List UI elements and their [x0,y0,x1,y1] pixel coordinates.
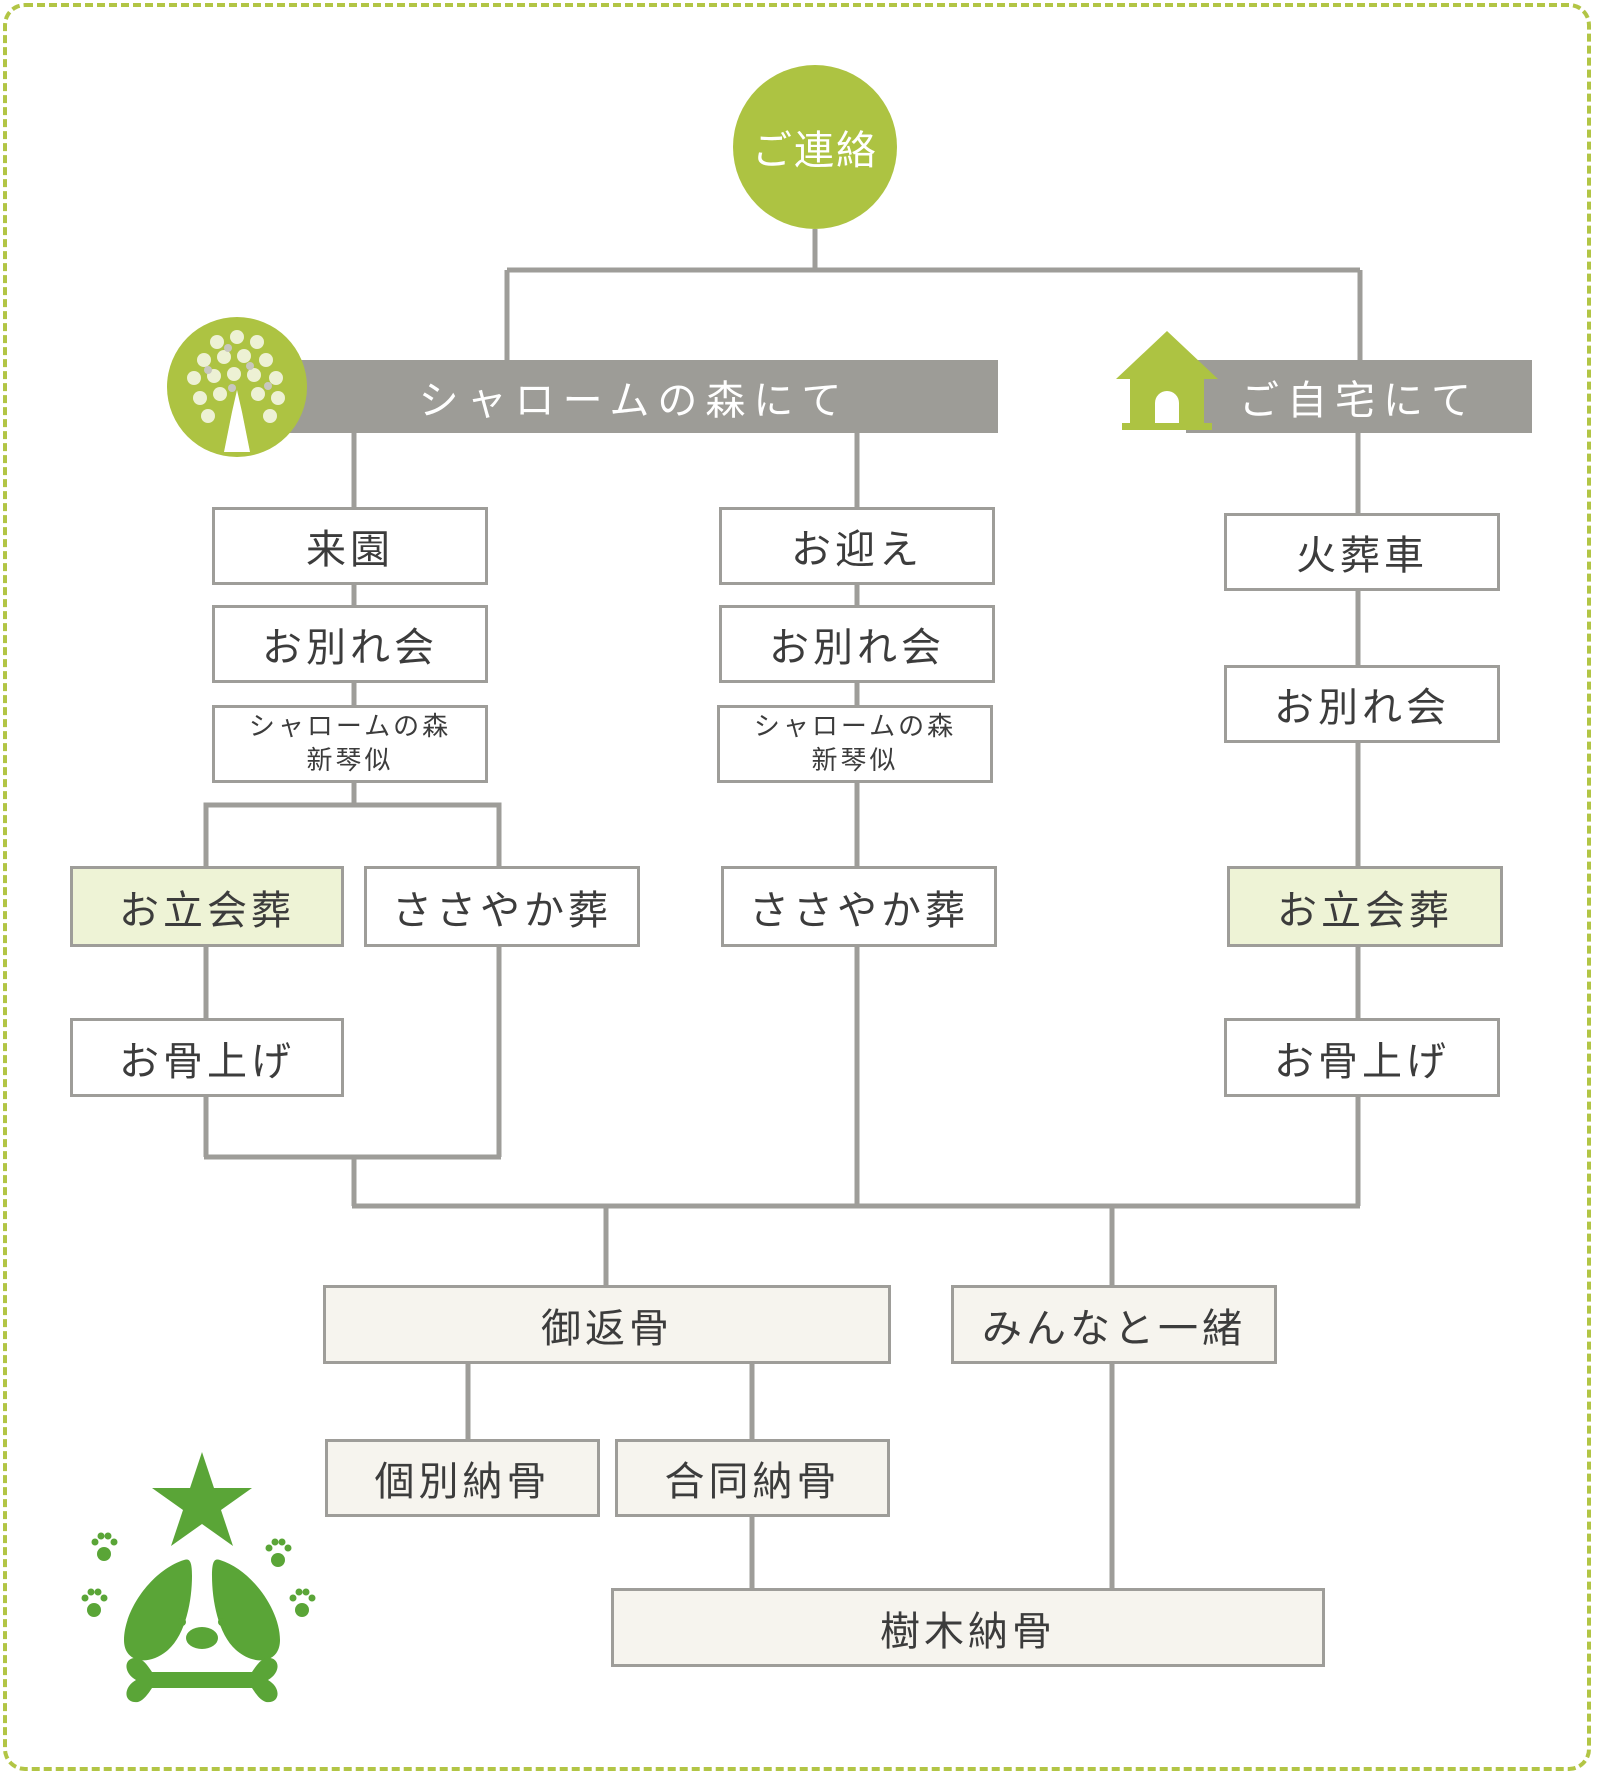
node-joint-interment: 合同納骨 [615,1439,890,1517]
node-attended-cremation-forest: お立会葬 [70,866,344,947]
start-contact-node: ご連絡 [733,65,897,229]
node-together-with-everyone: みんなと一緒 [951,1285,1277,1364]
node-tree-interment: 樹木納骨 [611,1588,1325,1667]
node-cremation-vehicle: 火葬車 [1224,513,1500,591]
node-bone-pickup-home: お骨上げ [1224,1018,1500,1097]
node-farewell-home: お別れ会 [1224,665,1500,743]
forest-branch-banner: シャロームの森にて [270,360,998,433]
node-attended-cremation-home: お立会葬 [1227,866,1503,947]
node-return-bones: 御返骨 [323,1285,891,1364]
location-line2: 新琴似 [306,746,394,776]
node-arrival: 来園 [212,507,488,585]
house-icon [1116,331,1218,430]
node-individual-interment: 個別納骨 [325,1439,600,1517]
tree-icon [167,317,307,457]
dashed-frame [3,3,1591,1771]
node-location-forest-pickup: シャロームの森 新琴似 [717,705,993,783]
node-farewell-forest-pickup: お別れ会 [719,605,995,683]
node-modest-cremation-forest-visit: ささやか葬 [364,866,640,947]
home-branch-banner: ご自宅にて [1186,360,1532,433]
node-bone-pickup-forest: お骨上げ [70,1018,344,1097]
node-location-forest-visit: シャロームの森 新琴似 [212,705,488,783]
location-line1: シャロームの森 [753,712,957,742]
location-line1: シャロームの森 [248,712,452,742]
node-pickup: お迎え [719,507,995,585]
node-modest-cremation-forest-pickup: ささやか葬 [721,866,997,947]
mascot-logo [81,1452,316,1703]
node-farewell-forest-visit: お別れ会 [212,605,488,683]
location-line2: 新琴似 [811,746,899,776]
